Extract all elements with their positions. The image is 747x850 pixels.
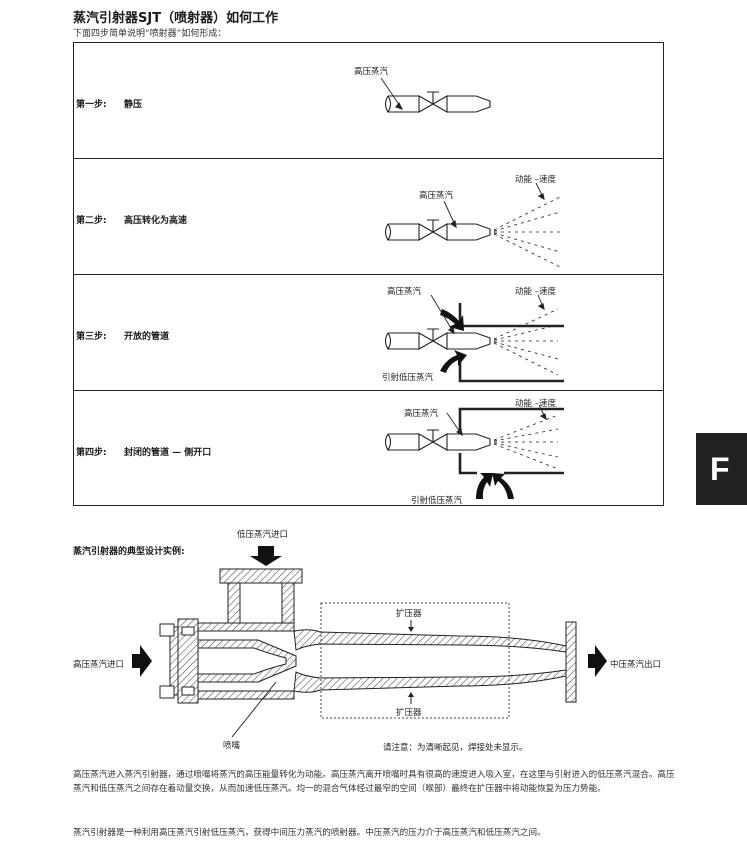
step-name: 高压转化为高速 [124, 216, 188, 226]
step4-diagram [384, 404, 564, 499]
low-pressure-inlet-label: 低压蒸汽进口 [237, 530, 289, 540]
section-tab-letter: F [710, 451, 730, 487]
step-label: 第一步: [76, 100, 107, 110]
step-label: 第三步: [76, 332, 107, 342]
step-name: 封闭的管道 — 侧开口 [124, 448, 212, 458]
diagram-label: 引射低压蒸汽 [382, 373, 434, 383]
step3-diagram [384, 294, 564, 383]
diagram-label: 动能 –速度 [515, 175, 556, 185]
description-paragraph-2: 蒸汽引射器是一种利用高压蒸汽引射低压蒸汽，获得中间压力蒸汽的喷射器。中压蒸汽的压… [73, 828, 546, 838]
steps-panel: 第一步: 静压 高压蒸汽 第二步: 高压转化为高速 动能 –速度 高压蒸汽 [73, 42, 664, 506]
diagram-label: 动能 –速度 [515, 287, 556, 297]
note-text: 请注意：为清晰起见，焊接处未显示。 [383, 743, 528, 753]
nozzle-label: 喷嘴 [223, 741, 241, 751]
diagram-label: 高压蒸汽 [404, 409, 439, 419]
step-label: 第二步: [76, 216, 107, 226]
diagram-label: 高压蒸汽 [387, 287, 422, 297]
step-row-3: 第三步: 开放的管道 高压蒸汽 动能 –速度 引射低压蒸汽 [74, 275, 663, 391]
step-row-2: 第二步: 高压转化为高速 动能 –速度 高压蒸汽 [74, 159, 663, 275]
example-heading: 蒸汽引射器的典型设计实例: [73, 547, 185, 557]
description-paragraph-1: 高压蒸汽进入蒸汽引射器，通过喷嘴将蒸汽的高压能量转化为动能。高压蒸汽离开喷嘴时具… [73, 770, 675, 794]
step-label: 第四步: [76, 448, 107, 458]
section-tab[interactable]: F [696, 433, 747, 505]
diffuser-label-bottom: 扩压器 [396, 708, 422, 718]
diagram-label: 高压蒸汽 [354, 67, 389, 77]
step-name: 静压 [124, 100, 143, 110]
mid-pressure-outlet-label: 中压蒸汽出口 [610, 660, 662, 670]
diffuser-label-top: 扩压器 [396, 609, 422, 619]
high-pressure-inlet-label: 高压蒸汽进口 [73, 660, 125, 670]
step-name: 开放的管道 [124, 332, 170, 342]
diagram-label: 高压蒸汽 [419, 191, 454, 201]
diagram-label: 动能 –速度 [515, 399, 556, 409]
step-row-4: 第四步: 封闭的管道 — 侧开口 动能 –速度 高压蒸汽 引射低压蒸汽 [74, 391, 663, 507]
step-row-1: 第一步: 静压 高压蒸汽 [74, 43, 663, 159]
step2-diagram [384, 182, 561, 268]
page-subtitle: 下面四步简单说明“喷射器”如何形成： [73, 29, 227, 39]
step1-diagram [380, 77, 491, 114]
page-title: 蒸汽引射器SJT（喷射器）如何工作 [73, 11, 279, 26]
diagram-label: 引射低压蒸汽 [411, 496, 463, 506]
